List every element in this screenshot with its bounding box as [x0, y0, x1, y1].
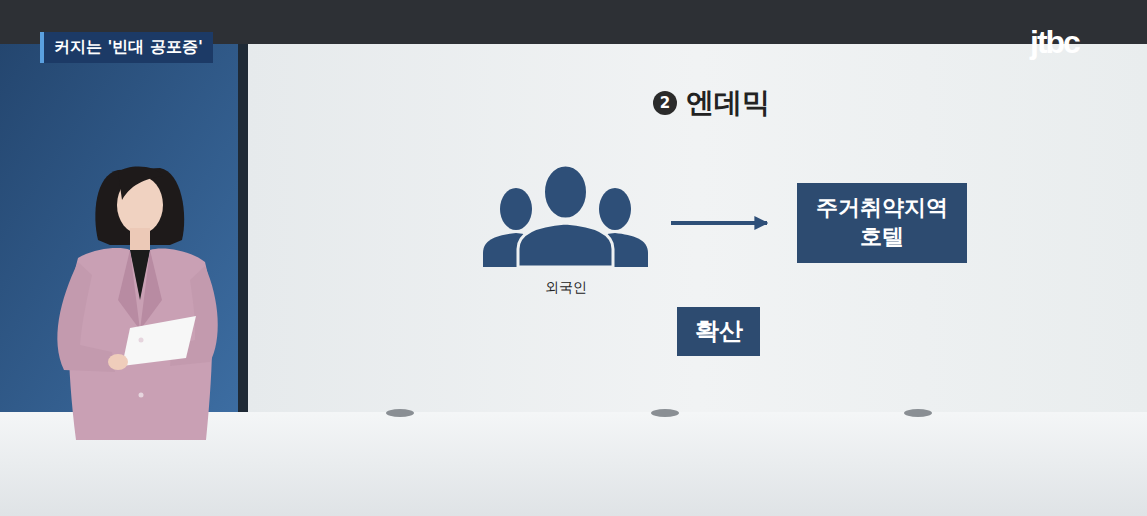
floor-light — [904, 409, 932, 417]
floor-light — [651, 409, 679, 417]
people-icon — [478, 165, 653, 267]
people-icon-node: 외국인 — [478, 165, 653, 297]
box-text: 주거취약지역 호텔 — [807, 194, 957, 251]
channel-logo: jtbc — [1030, 24, 1079, 61]
node-caption: 외국인 — [478, 279, 653, 297]
flow-arrow — [671, 221, 767, 225]
caption-bar: 커지는 '빈대 공포증' — [40, 32, 213, 63]
video-wall — [248, 44, 1147, 416]
location-box: 주거취약지역 호텔 — [797, 183, 967, 263]
result-box: 확산 — [677, 307, 760, 356]
step-number: 2 — [653, 91, 677, 115]
box-text: 확산 — [695, 316, 743, 347]
floor-light — [386, 409, 414, 417]
panel-gap — [238, 44, 248, 416]
blue-panel — [0, 44, 248, 416]
anchor-figure — [57, 166, 217, 440]
diagram-title: 엔데믹 — [686, 84, 770, 122]
